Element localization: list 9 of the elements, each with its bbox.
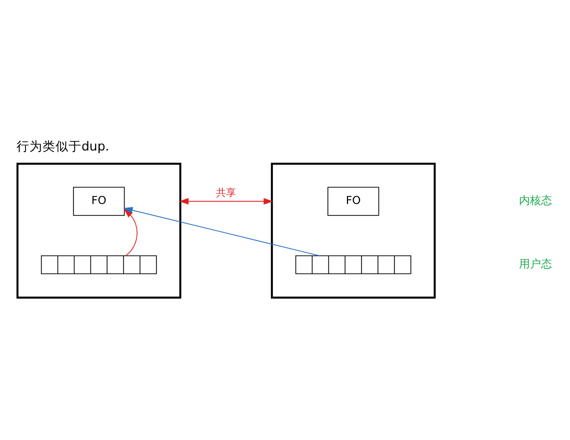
edge-label: 共享 xyxy=(216,188,236,199)
node-box: FO xyxy=(327,186,380,216)
arrow xyxy=(179,198,274,204)
cluster xyxy=(16,162,182,298)
diagram-title: 行为类似于dup. xyxy=(16,138,110,153)
label: 用户态 xyxy=(519,257,552,270)
cluster xyxy=(270,162,436,298)
label: 内核态 xyxy=(519,194,552,207)
node-box: FO xyxy=(73,186,125,216)
